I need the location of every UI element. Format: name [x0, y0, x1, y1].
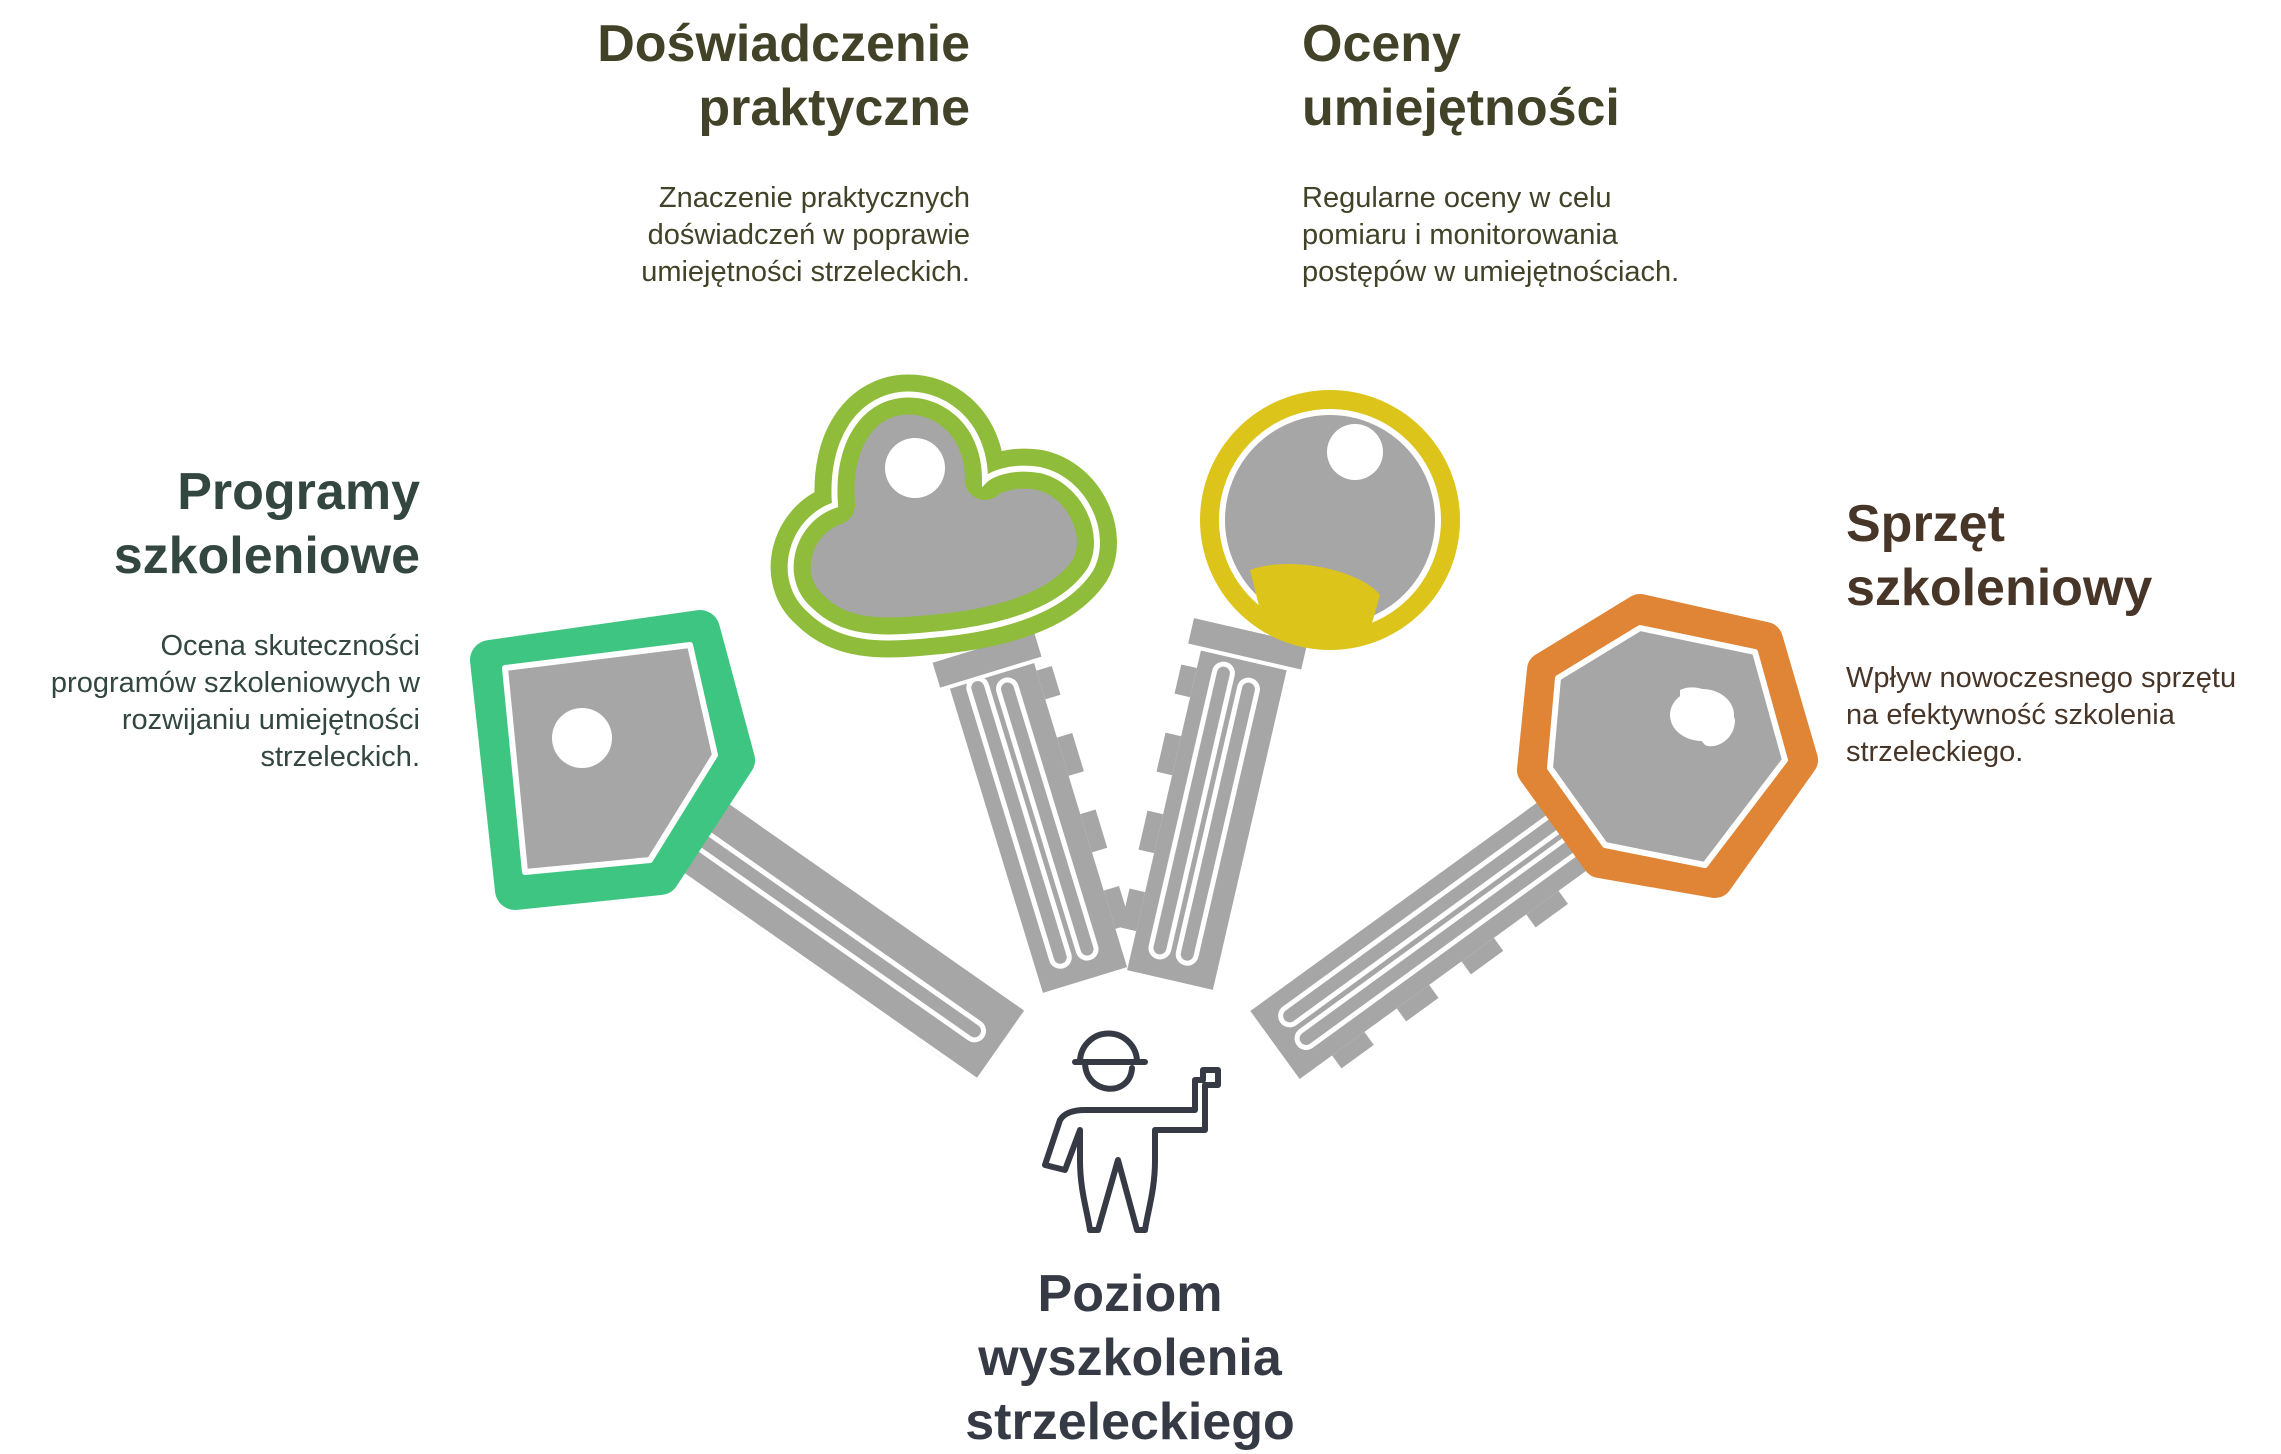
sprzet-title: Sprzęt szkoleniowy — [1846, 492, 2266, 620]
oceny-title: Oceny umiejętności — [1302, 12, 1752, 140]
center-title-line1: Poziom — [1037, 1265, 1223, 1323]
oceny-title-line2: umiejętności — [1302, 79, 1620, 137]
sprzet-title-line2: szkoleniowy — [1846, 559, 2153, 617]
sprzet-desc-line2: na efektywność szkolenia — [1846, 699, 2175, 731]
programy-title-line1: Programy — [177, 463, 420, 521]
doswiadczenie-desc-line2: doświadczeń w poprawie — [647, 219, 970, 251]
orange-hexagon-key-icon — [1250, 594, 1818, 1079]
doswiadczenie-title-line1: Doświadczenie — [597, 15, 970, 73]
programy-desc-line2: programów szkoleniowych w — [50, 667, 420, 699]
programy-title: Programy szkoleniowe — [80, 460, 420, 588]
programy-description: Ocena skuteczności programów szkoleniowy… — [0, 628, 420, 776]
doswiadczenie-desc-line1: Znaczenie praktycznych — [658, 182, 970, 214]
sprzet-title-line1: Sprzęt — [1846, 495, 2005, 553]
doswiadczenie-title-line2: praktyczne — [698, 79, 970, 137]
center-title-line2: wyszkolenia — [978, 1329, 1282, 1387]
sprzet-desc-line1: Wpływ nowoczesnego sprzętu — [1846, 662, 2237, 694]
sprzet-desc-line3: strzeleckiego. — [1846, 736, 2024, 768]
lime-cloud-key-icon — [770, 374, 1131, 993]
oceny-desc-line1: Regularne oceny w celu — [1302, 182, 1612, 214]
yellow-round-key-icon — [1120, 390, 1460, 990]
sprzet-description: Wpływ nowoczesnego sprzętu na efektywnoś… — [1846, 660, 2278, 771]
programy-desc-line4: strzeleckich. — [260, 741, 420, 773]
center-title-line3: strzeleckiego — [965, 1393, 1295, 1451]
shooter-figure-icon — [1042, 1030, 1221, 1233]
oceny-desc-line2: pomiaru i monitorowania — [1302, 219, 1618, 251]
doswiadczenie-desc-line3: umiejętności strzeleckich. — [641, 256, 970, 288]
doswiadczenie-description: Znaczenie praktycznych doświadczeń w pop… — [520, 180, 970, 291]
green-diamond-key-icon — [470, 610, 1025, 1082]
oceny-desc-line3: postępów w umiejętnościach. — [1302, 256, 1680, 288]
center-title: Poziom wyszkolenia strzeleckiego — [880, 1262, 1380, 1454]
programy-title-line2: szkoleniowe — [113, 527, 420, 585]
oceny-description: Regularne oceny w celu pomiaru i monitor… — [1302, 180, 1802, 291]
programy-desc-line1: Ocena skuteczności — [160, 630, 420, 662]
oceny-title-line1: Oceny — [1302, 15, 1461, 73]
programy-desc-line3: rozwijaniu umiejętności — [121, 704, 420, 736]
doswiadczenie-title: Doświadczenie praktyczne — [520, 12, 970, 140]
